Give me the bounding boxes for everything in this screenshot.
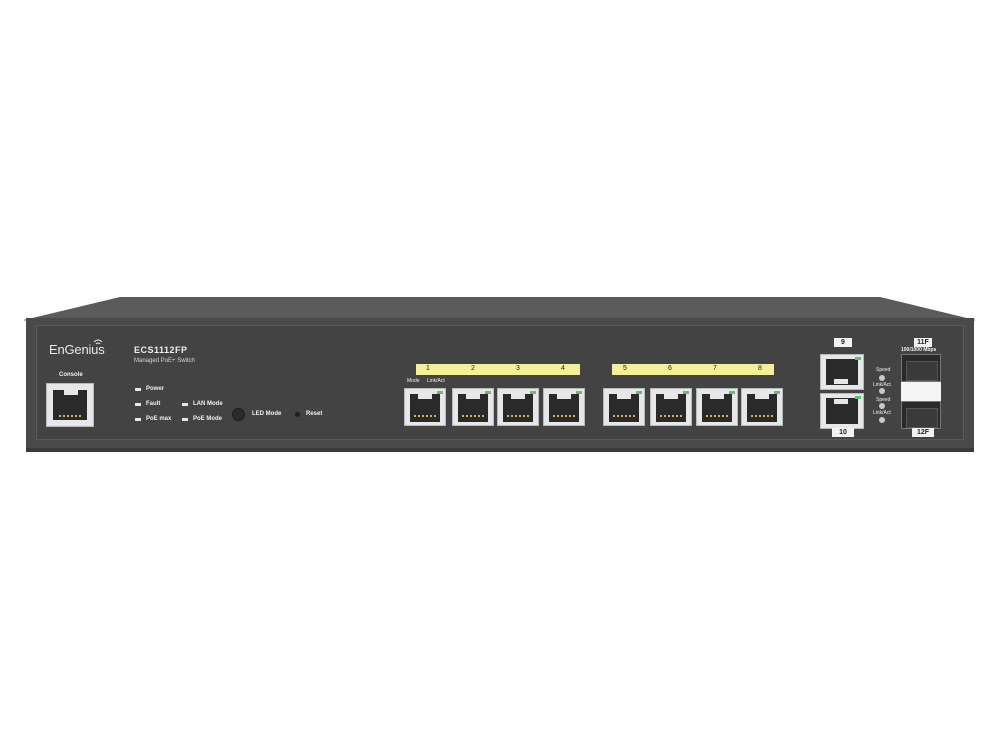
link-led-12	[879, 417, 885, 423]
brand-logo: EnGenius	[49, 342, 105, 357]
led-mode-button[interactable]	[232, 408, 245, 421]
poe-mode-led-label: PoE Mode	[193, 416, 223, 422]
poe-strip-1-4	[416, 364, 580, 375]
sfp-12-label: 12F	[912, 428, 934, 437]
poe-strip-5-8	[612, 364, 774, 375]
ethernet-port-8[interactable]	[741, 388, 783, 426]
wifi-icon	[93, 339, 103, 345]
chassis-top	[24, 297, 975, 321]
lan-mode-led-label: LAN Mode	[193, 401, 223, 407]
ethernet-port-3[interactable]	[497, 388, 539, 426]
speed-led-12	[879, 403, 885, 409]
port-number-7: 7	[713, 365, 717, 372]
ethernet-port-2[interactable]	[452, 388, 494, 426]
mode-header: Mode	[407, 378, 420, 384]
ethernet-port-6[interactable]	[650, 388, 692, 426]
sfp-divider	[901, 382, 941, 404]
port-number-8: 8	[758, 365, 762, 372]
ethernet-port-1[interactable]	[404, 388, 446, 426]
fault-led-label: Fault	[146, 401, 161, 407]
link-label-top: Link/Act	[873, 382, 891, 388]
sfp-speed-label: 100/1000 Mbps	[901, 347, 937, 353]
power-led	[135, 388, 141, 391]
port-9-label: 9	[834, 338, 852, 347]
sfp-port-12[interactable]	[901, 401, 941, 429]
link-act-header: Link/Act	[427, 378, 445, 384]
ethernet-port-9[interactable]	[820, 354, 864, 390]
ethernet-port-10[interactable]	[820, 393, 864, 429]
ethernet-port-5[interactable]	[603, 388, 645, 426]
port-number-5: 5	[623, 365, 627, 372]
led-mode-label: LED Mode	[252, 411, 282, 417]
console-label: Console	[59, 372, 83, 378]
speed-label-top: Speed	[876, 367, 891, 373]
lan-mode-led	[182, 403, 188, 406]
ethernet-port-4[interactable]	[543, 388, 585, 426]
port-10-label: 10	[832, 428, 854, 437]
port-number-3: 3	[516, 365, 520, 372]
port-number-2: 2	[471, 365, 475, 372]
fault-led	[135, 403, 141, 406]
port-number-6: 6	[668, 365, 672, 372]
model-name: ECS1112FP	[134, 345, 188, 355]
speed-label-bottom: Speed	[876, 397, 891, 403]
model-subtitle: Managed PoE+ Switch	[134, 358, 195, 364]
chassis-bottom-edge	[26, 448, 974, 452]
sfp-11-label: 11F	[914, 338, 932, 347]
poe-max-led	[135, 418, 141, 421]
link-label-bottom: Link/Act	[873, 410, 891, 416]
speed-led-11	[879, 375, 885, 381]
link-led-11	[879, 388, 885, 394]
reset-label: Reset	[306, 411, 323, 417]
reset-button[interactable]	[295, 412, 300, 417]
console-port[interactable]	[46, 383, 94, 427]
ethernet-port-7[interactable]	[696, 388, 738, 426]
poe-max-led-label: PoE max	[146, 416, 172, 422]
power-led-label: Power	[146, 386, 165, 392]
port-number-4: 4	[561, 365, 565, 372]
port-number-1: 1	[426, 365, 430, 372]
sfp-port-11[interactable]	[901, 354, 941, 382]
poe-mode-led	[182, 418, 188, 421]
